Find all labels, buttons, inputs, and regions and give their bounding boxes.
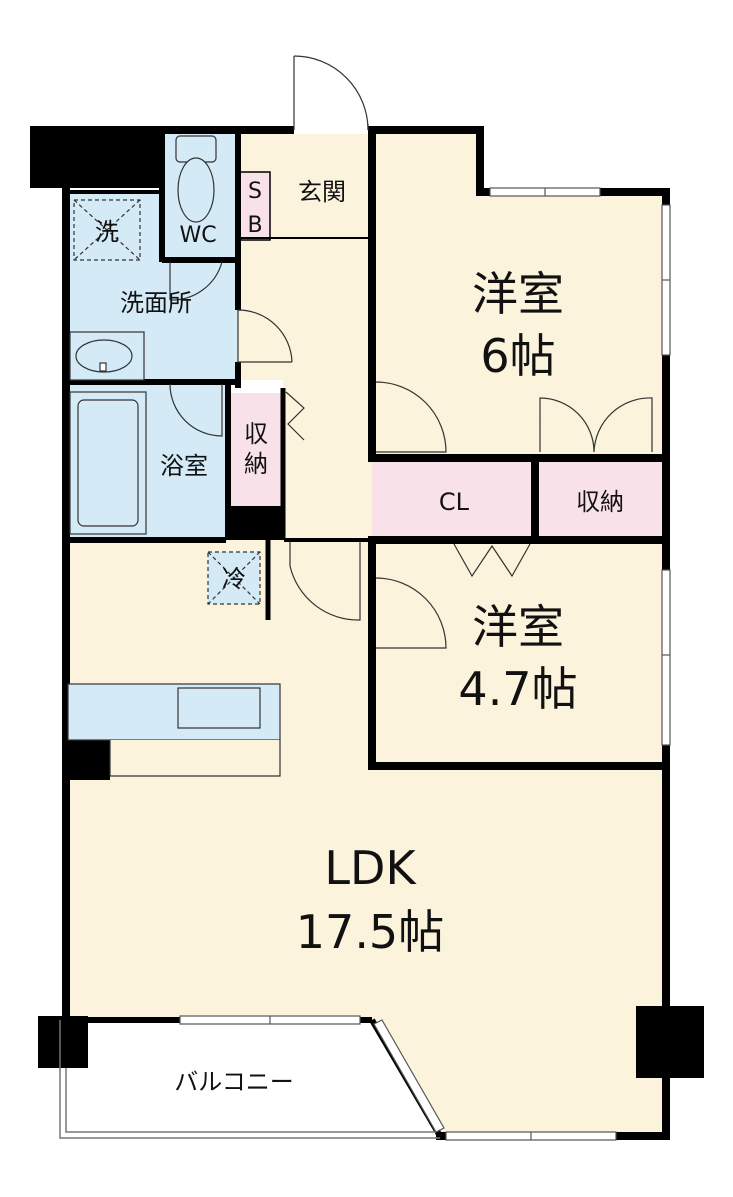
door-closet-fold xyxy=(453,543,531,578)
door-wc-swing xyxy=(169,261,223,301)
bathtub-inner xyxy=(77,399,139,527)
fridge-space xyxy=(207,551,261,605)
door-room1-swing xyxy=(375,381,447,453)
hallway-floor xyxy=(238,134,372,540)
balcony-inner-outline xyxy=(65,1068,436,1133)
storage-room-label: 収納 xyxy=(576,488,624,516)
storage-room-floor xyxy=(538,458,666,540)
closet-label: CL xyxy=(439,488,470,516)
walls xyxy=(30,126,704,1140)
door-hall-swing xyxy=(289,542,361,621)
wc-label: WC xyxy=(179,223,216,248)
washer-label: 洗 xyxy=(95,218,119,246)
western-room-2-name: 洋室 xyxy=(472,600,564,654)
floor-fills xyxy=(66,134,666,1135)
fridge-cross-b xyxy=(207,551,261,605)
closet-floor xyxy=(372,458,532,540)
door-entrance-swing xyxy=(293,55,369,131)
shoe-box-floor xyxy=(240,172,270,240)
western-room-2-floor xyxy=(372,540,666,765)
balcony-label: バルコニー xyxy=(174,1068,294,1096)
kitchen-sink xyxy=(177,687,261,729)
sink-basin xyxy=(75,339,133,373)
western-room-1-size: 6帖 xyxy=(480,329,555,383)
wall-block-bottom-right xyxy=(636,1006,704,1078)
shoe-box-outline xyxy=(239,171,271,241)
washer-cross-b xyxy=(73,199,141,261)
window-ldk-diagonal xyxy=(373,1019,445,1133)
door-room2-swing xyxy=(375,577,447,649)
fixtures xyxy=(67,135,281,777)
door-storage-room-swing xyxy=(539,397,653,453)
wall-block-bottom-left xyxy=(38,1016,88,1068)
bathroom-label: 浴室 xyxy=(160,452,208,480)
toilet-bowl xyxy=(177,157,215,223)
western-room-1-name: 洋室 xyxy=(472,267,564,321)
door-storage-hall-fold xyxy=(285,391,305,441)
storage-hall-line-2: 納 xyxy=(244,450,268,478)
western-room-1-floor xyxy=(372,134,666,458)
storage-hall-floor xyxy=(231,393,281,506)
balcony-outline xyxy=(59,1020,440,1139)
shoe-box-line-1: S xyxy=(248,179,262,204)
sink-drain xyxy=(99,362,107,372)
wall-block-mid xyxy=(226,506,284,540)
storage-hall-line-1: 収 xyxy=(244,420,268,448)
western-room-2-size: 4.7帖 xyxy=(458,662,577,716)
washroom-label: 洗面所 xyxy=(120,289,192,317)
balcony xyxy=(59,1020,440,1139)
wall-block-top-left xyxy=(30,126,160,188)
door-bathroom-swing xyxy=(169,383,223,437)
entrance-label: 玄関 xyxy=(298,178,346,206)
windows xyxy=(179,187,671,1141)
ldk-size: 17.5帖 xyxy=(296,905,444,959)
doors xyxy=(169,55,653,649)
ldk-name: LDK xyxy=(324,841,417,895)
labels: 洋室 6帖 洋室 4.7帖 LDK 17.5帖 玄関 S B WC 洗面所 洗 … xyxy=(95,178,624,1096)
shoe-box-line-2: B xyxy=(247,213,262,238)
door-washroom-swing xyxy=(237,309,293,363)
wall-block-kitchen xyxy=(66,738,110,780)
fridge-label: 冷 xyxy=(222,565,246,593)
window-room2-right xyxy=(661,569,671,746)
kitchen-counter-return xyxy=(109,740,281,777)
